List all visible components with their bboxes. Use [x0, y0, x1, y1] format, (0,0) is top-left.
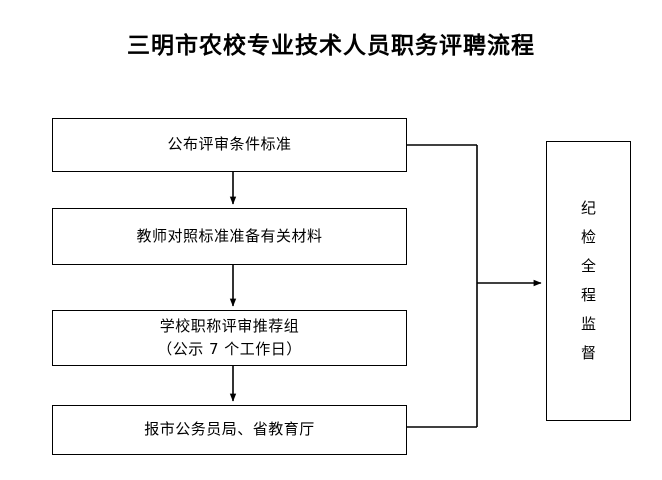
page-title: 三明市农校专业技术人员职务评聘流程	[127, 32, 535, 59]
process-box-school-review-group[interactable]: 学校职称评审推荐组 （公示 7 个工作日）	[52, 310, 407, 366]
supervision-char: 督	[580, 344, 596, 362]
process-box-discipline-supervision[interactable]: 纪 检 全 程 监 督	[546, 141, 631, 421]
process-box-label: 报市公务员局、省教育厅	[144, 420, 315, 439]
supervision-char: 纪	[580, 199, 596, 217]
process-box-publish-criteria[interactable]: 公布评审条件标准	[52, 118, 407, 172]
supervision-char: 监	[580, 315, 596, 333]
supervision-char: 全	[580, 257, 596, 275]
process-box-report-to-bureaus[interactable]: 报市公务员局、省教育厅	[52, 405, 407, 455]
process-box-teacher-prepare-materials[interactable]: 教师对照标准准备有关材料	[52, 208, 407, 265]
process-box-label: 学校职称评审推荐组	[159, 316, 300, 335]
supervision-char: 检	[580, 228, 596, 246]
connector-bracket-to-supervision	[407, 144, 542, 428]
process-box-label: 教师对照标准准备有关材料	[136, 226, 323, 245]
supervision-char: 程	[580, 286, 596, 304]
process-box-label: 公布评审条件标准	[167, 135, 292, 154]
process-box-sublabel: （公示 7 个工作日）	[157, 340, 302, 358]
